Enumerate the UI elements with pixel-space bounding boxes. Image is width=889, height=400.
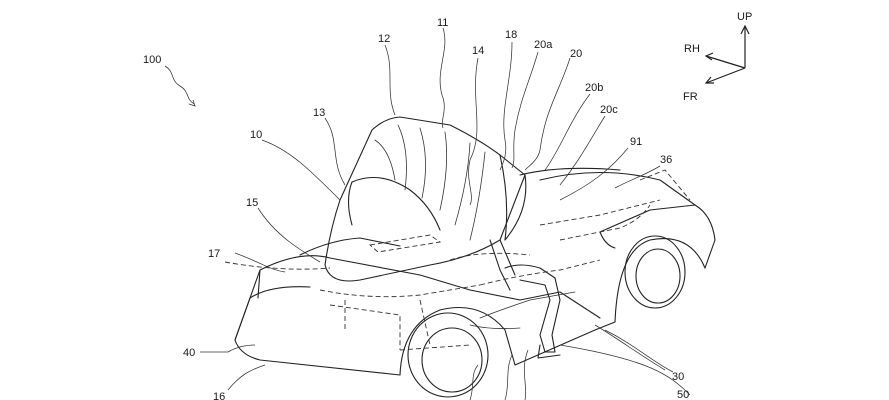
axis-label-fr: FR: [683, 91, 698, 103]
axis-label-rh: RH: [684, 43, 700, 55]
label-91: 91: [630, 136, 642, 148]
label-100: 100: [143, 54, 161, 66]
label-14: 14: [472, 45, 484, 57]
label-15: 15: [246, 197, 258, 209]
label-17: 17: [208, 248, 220, 260]
label-20c: 20c: [600, 104, 618, 116]
label-50: 50: [677, 389, 689, 400]
label-40: 40: [183, 347, 195, 359]
label-20: 20: [570, 48, 582, 60]
vehicle-body: [234, 167, 716, 398]
canopy: [324, 116, 527, 291]
label-36: 36: [660, 154, 672, 166]
label-13: 13: [313, 107, 325, 119]
label-11: 11: [437, 17, 448, 29]
label-18: 18: [505, 29, 517, 41]
hidden-lines: [224, 169, 691, 351]
overall-reference-arrow: [164, 65, 196, 107]
seat-and-pedal: [504, 264, 561, 359]
axis-label-up: UP: [737, 11, 752, 23]
leader-lines: [200, 27, 691, 400]
label-20b: 20b: [585, 82, 603, 94]
label-16: 16: [213, 391, 225, 400]
label-12: 12: [378, 33, 390, 45]
label-20a: 20a: [534, 39, 553, 51]
reference-numerals: 100 11 12 18 20a 20 14 13 20b 20c 10 91 …: [143, 17, 689, 400]
label-30: 30: [672, 371, 684, 383]
direction-indicator: UP RH FR: [683, 11, 752, 103]
label-10: 10: [250, 129, 262, 141]
